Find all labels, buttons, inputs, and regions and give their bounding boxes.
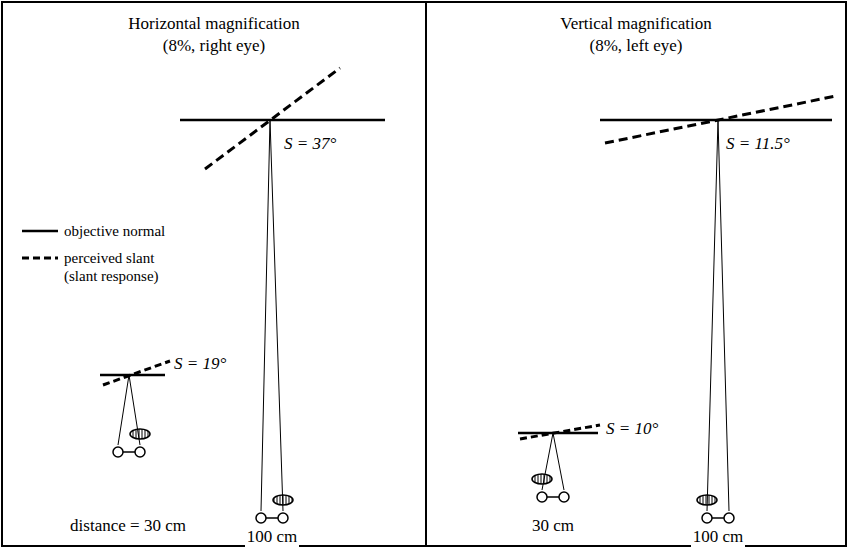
legend-text: objective normal xyxy=(64,222,204,240)
panel-subheading: (8%, right eye) xyxy=(3,35,425,57)
panel-subheading: (8%, left eye) xyxy=(427,35,845,57)
slant-value: S = 10° xyxy=(604,419,660,439)
legend-text: perceived slant (slant response) xyxy=(64,249,182,285)
distance-label: 30 cm xyxy=(530,516,576,536)
magnification-panel: Vertical magnification(8%, left eye) xyxy=(425,1,847,547)
panel-heading: Vertical magnification xyxy=(427,13,845,35)
distance-label: 100 cm xyxy=(691,527,746,547)
distance-label: distance = 30 cm xyxy=(68,516,188,536)
panel-heading: Horizontal magnification xyxy=(3,13,425,35)
distance-label: 100 cm xyxy=(245,527,300,547)
slant-value: S = 11.5° xyxy=(724,134,792,154)
slant-value: S = 37° xyxy=(282,134,338,154)
slant-value: S = 19° xyxy=(172,354,228,374)
